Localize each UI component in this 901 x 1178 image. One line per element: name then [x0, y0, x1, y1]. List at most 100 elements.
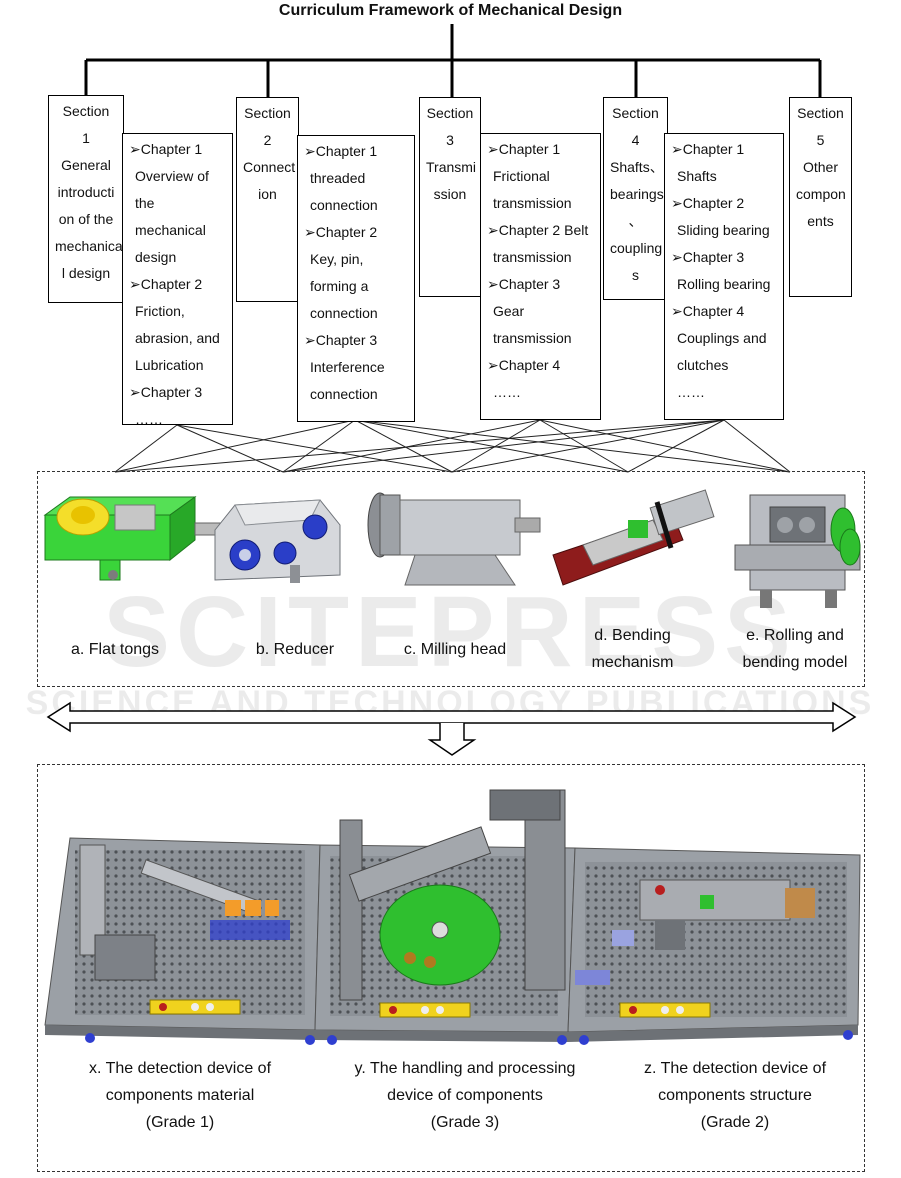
chapter-list-3-line: ……: [493, 384, 521, 400]
double-arrow: [46, 701, 857, 756]
chapter-list-1-line: ➢Chapter 1: [129, 141, 203, 157]
model-label-c: c. Milling head: [403, 641, 507, 658]
section-5-line: 5: [816, 132, 825, 148]
section-2-line: Section: [244, 105, 291, 121]
section-1-line: mechanica: [55, 238, 123, 254]
chapter-list-2-line: Interference: [310, 359, 385, 375]
chapters-section-1-box: ➢Chapter 1 Overview of the mechanical design…: [122, 133, 233, 425]
chapter-list-1-line: the: [135, 195, 155, 211]
chapter-list-2-line: ➢Chapter 3: [304, 332, 378, 348]
model-label-e: e. Rolling and bending model: [742, 627, 848, 671]
section-1-line: on of the: [58, 211, 114, 227]
section-4-line: Shafts、: [610, 159, 664, 175]
chapter-list-4-line: Couplings and: [677, 330, 767, 346]
chapter-list-3-line: Gear: [493, 303, 525, 319]
rolling-bending-model-image: [734, 494, 861, 608]
devices-panel: [37, 764, 865, 1172]
chapter-list-2-line: threaded: [310, 170, 366, 186]
production-line-image: [44, 789, 861, 1045]
section-1-line: introducti: [57, 184, 115, 200]
model-label-a: a. Flat tongs: [70, 641, 160, 658]
chapter-list-2-line: ➢Chapter 1: [304, 143, 378, 159]
section-4-line: s: [632, 267, 639, 283]
section-4-line: coupling: [610, 240, 663, 256]
chapters-section-4-box: ➢Chapter 1 Shafts ➢Chapter 2 Sliding bearin…: [664, 133, 784, 420]
section-3-line: Section: [426, 105, 474, 121]
chapter-list-1-line: ➢Chapter 2: [129, 276, 203, 292]
section-5-line: Other: [802, 159, 838, 175]
section-2-line: 2: [263, 132, 272, 148]
chapters-section-3-box: ➢Chapter 1 Frictional transmission ➢Chapter…: [480, 133, 601, 420]
chapter-list-4-line: Rolling bearing: [677, 276, 771, 292]
section-4-line: 、: [628, 213, 643, 229]
chapter-list-1-line: ……: [135, 411, 163, 425]
bending-mechanism-image: [552, 489, 715, 586]
chapter-list-2-line: connection: [310, 197, 378, 213]
chapter-list-3-line: ➢Chapter 3: [487, 276, 561, 292]
section-5-line: Section: [797, 105, 844, 121]
section-1-line: 1: [82, 130, 90, 146]
chapter-list-3-line: ➢Chapter 2 Belt: [487, 222, 589, 238]
flat-tongs-image: [43, 496, 224, 581]
chapter-list-1-line: Overview of: [135, 168, 209, 184]
chapter-list-1-line: Lubrication: [135, 357, 204, 373]
section-3-line: ssion: [433, 186, 467, 202]
section-1-line: l design: [61, 265, 111, 281]
device-caption-z: z. The detection device of components st…: [643, 1060, 827, 1131]
device-caption-y: y. The handling and processing device of…: [354, 1060, 576, 1131]
chapter-list-2-line: connection: [310, 386, 378, 402]
section-4-line: Section: [612, 105, 659, 121]
section-4-line: 4: [631, 132, 640, 148]
chapter-list-3-line: transmission: [493, 195, 572, 211]
section-2-line: ion: [258, 186, 277, 202]
section-1-line: Section: [62, 103, 110, 119]
chapter-list-4-line: ➢Chapter 1: [671, 141, 745, 157]
section-4-line: bearings: [610, 186, 664, 202]
section-3-line: 3: [446, 132, 454, 148]
model-links: [114, 419, 791, 473]
chapter-list-4-line: ➢Chapter 2: [671, 195, 745, 211]
chapter-list-2-line: forming a: [310, 278, 369, 294]
chapter-list-1-line: mechanical: [135, 222, 206, 238]
chapter-list-4-line: ➢Chapter 4: [671, 303, 745, 319]
section-3-line: Transmi: [426, 159, 477, 175]
chapter-list-2-line: connection: [310, 305, 378, 321]
model-label-d: d. Bending mechanism: [591, 627, 674, 671]
tree-connectors: [84, 24, 822, 97]
chapter-list-2-line: Key, pin,: [310, 251, 364, 267]
chapter-list-3-line: transmission: [493, 249, 572, 265]
chapter-list-1-line: ➢Chapter 3: [129, 384, 203, 400]
chapter-list-4-line: ➢Chapter 3: [671, 249, 745, 265]
diagram-title: Curriculum Framework of Mechanical Desig…: [278, 2, 623, 19]
section-5-line: ents: [807, 213, 834, 229]
teaching-models-panel: [37, 471, 865, 687]
chapter-list-2-line: ➢Chapter 2: [304, 224, 378, 240]
chapter-list-1-line: abrasion, and: [135, 330, 220, 346]
chapter-list-3-line: ➢Chapter 1: [487, 141, 561, 157]
section-1-line: General: [61, 157, 111, 173]
chapter-list-4-line: ……: [677, 384, 705, 400]
chapter-list-1-line: design: [135, 249, 177, 265]
chapters-section-2-box: ➢Chapter 1 threaded connection ➢Chapter 2 Ke…: [297, 135, 415, 422]
model-label-b: b. Reducer: [255, 641, 335, 658]
chapter-list-3-line: Frictional: [493, 168, 550, 184]
chapter-list-1-line: Friction,: [135, 303, 185, 319]
watermark: SCITEPRESS: [103, 576, 797, 688]
chapter-list-3-line: ➢Chapter 4: [487, 357, 561, 373]
chapter-list-2-line: ……: [310, 413, 338, 422]
section-5-line: compon: [796, 186, 846, 202]
chapter-list-4-line: Sliding bearing: [677, 222, 770, 238]
section-2-line: Connect: [243, 159, 296, 175]
milling-head-image: [367, 492, 541, 586]
chapter-list-4-line: Shafts: [677, 168, 717, 184]
reducer-image: [214, 499, 341, 583]
chapter-list-3-line: transmission: [493, 330, 572, 346]
device-caption-x: x. The detection device of components ma…: [88, 1060, 272, 1131]
chapter-list-4-line: clutches: [677, 357, 729, 373]
